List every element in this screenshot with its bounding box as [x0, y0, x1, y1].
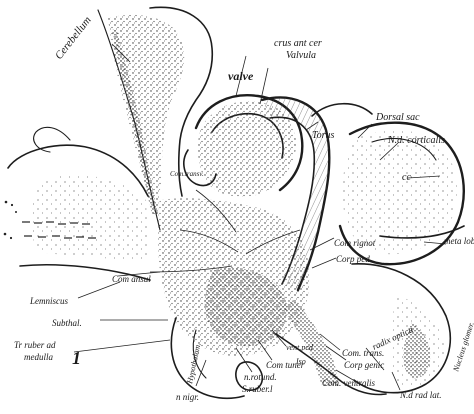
label-hypothalamus: Hypothalam. — [185, 342, 203, 386]
left-lobe-curl — [34, 127, 70, 152]
label-iso: Iso — [295, 357, 306, 366]
label-com-ansul: Com ansul — [112, 274, 151, 284]
label-s-ruber: S.ruber.l — [242, 384, 273, 394]
label-tr-ruber: Tr ruber ad — [14, 340, 56, 350]
label-cc: cc — [402, 172, 411, 183]
label-nucleus-glomerulosus: Nucleus glomer. — [451, 321, 474, 374]
right-lobe-stipple — [343, 130, 457, 254]
label-lemniscus: Lemniscus — [29, 296, 68, 306]
left-lobe-stipple — [32, 175, 148, 262]
label-subthal: Subthal. — [52, 318, 82, 328]
label-com-transv-small: Com.transv. — [170, 170, 204, 178]
label-com-rignot: Com rignot — [334, 238, 376, 248]
label-valve: valve — [228, 69, 254, 83]
label-nd-rad-lat: N.d rad lat. — [399, 390, 442, 400]
label-corp-ped: Corp ped. — [336, 254, 372, 264]
label-vent-pcd: vent.pcd — [286, 343, 314, 352]
label-torus: Torus — [312, 130, 335, 141]
dorsal-sac-outline — [312, 104, 372, 116]
label-cerebellum: Cerebellum — [53, 14, 94, 62]
label-n-nigr: n nigr. — [176, 392, 199, 402]
label-panel-number: 1 — [72, 348, 81, 368]
label-com-ventralis: Com. ventralis — [322, 378, 375, 388]
label-n-rotund: n.rotund. — [244, 372, 277, 382]
left-edge-dots — [4, 201, 17, 239]
label-crus-ant-cer: crus ant cer — [274, 38, 322, 49]
label-dorsal-sac: Dorsal sac — [375, 112, 420, 123]
label-valvula: Valvula — [286, 50, 316, 61]
label-corp-genic: Corp genic — [344, 360, 384, 370]
label-nd-corticalis: N.d. corticalis — [387, 135, 445, 146]
label-medulla: medulla — [24, 352, 53, 362]
label-meta-lobe: meta lobe — [444, 236, 474, 246]
